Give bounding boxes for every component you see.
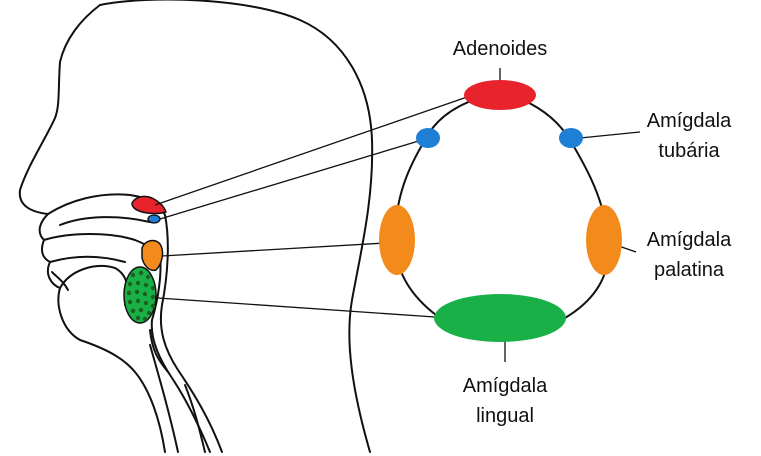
adenoides-shape (464, 80, 536, 110)
head-profile (20, 0, 372, 452)
label-lingual-line2: lingual (476, 405, 534, 427)
leader-lingual-head (158, 298, 435, 317)
label-lingual-line1: Amígdala (463, 375, 548, 397)
palatina-left-shape (379, 205, 415, 275)
palate (44, 234, 158, 258)
head-tonsils (124, 196, 166, 323)
label-tubaria-line1: Amígdala (647, 110, 732, 132)
palate-lower (50, 257, 125, 262)
head-outline (100, 0, 372, 452)
nasal-turbinate (60, 217, 150, 225)
palatina-right-shape (586, 205, 622, 275)
lingual-shape (434, 294, 566, 342)
tongue (60, 266, 128, 305)
label-palatina-line1: Amígdala (647, 229, 732, 251)
leader-palatina-head (162, 243, 385, 256)
leader-adenoides-head (155, 96, 470, 205)
head-palatine-mark (142, 241, 163, 271)
head-tubal-mark (148, 215, 160, 223)
face-outline (20, 5, 165, 452)
label-adenoides: Adenoides (453, 38, 548, 60)
leader-tubaria-head (160, 140, 422, 219)
trachea (150, 345, 178, 452)
leader-tubaria-label (580, 132, 640, 138)
tubaria-right-shape (559, 128, 583, 148)
pharynx-inner (152, 255, 210, 452)
tubaria-left-shape (416, 128, 440, 148)
label-palatina-line2: palatina (654, 259, 725, 281)
head-adenoid-mark (132, 196, 166, 213)
label-tubaria-line2: tubária (658, 140, 720, 162)
